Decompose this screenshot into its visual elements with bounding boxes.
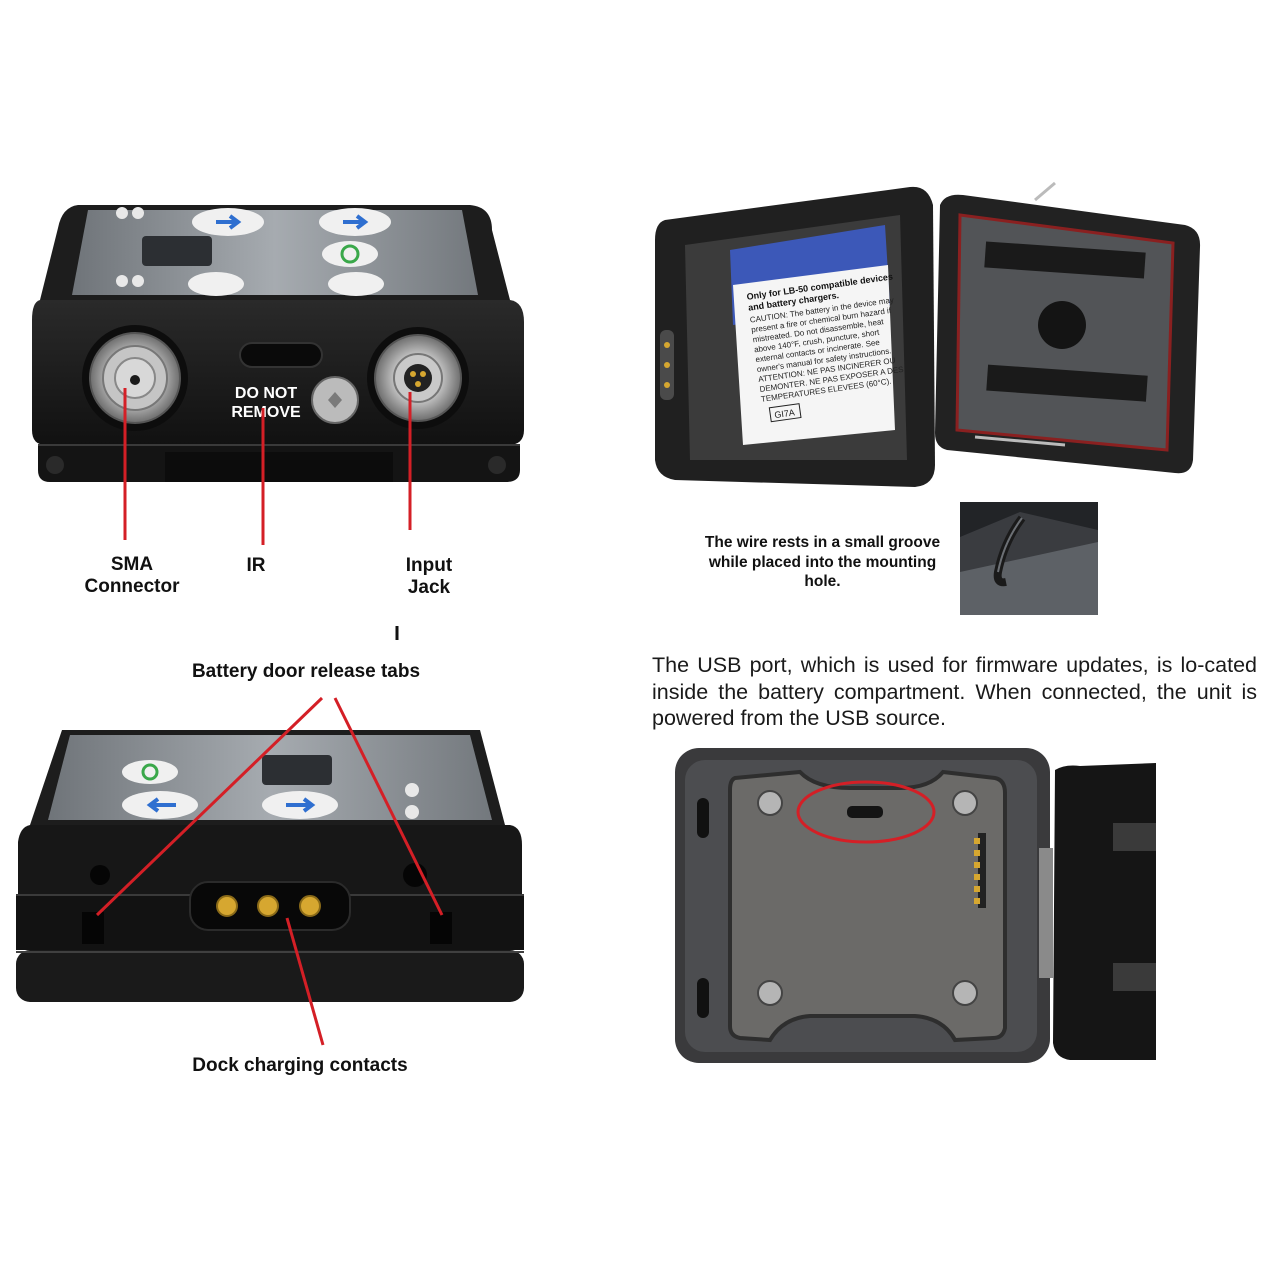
back-button [328, 272, 384, 296]
warning-text-line1: DO NOT [235, 385, 297, 402]
wire-clip [974, 435, 1066, 447]
svg-text:GI7A: GI7A [774, 407, 796, 420]
battery-label [733, 265, 895, 445]
door-pad [1038, 301, 1086, 349]
ir-window [239, 342, 323, 368]
led-icon [405, 805, 419, 819]
gold-contact-icon [974, 898, 980, 904]
release-tab [82, 912, 104, 944]
led-icon [132, 275, 144, 287]
usb-highlight-circle [796, 780, 936, 844]
arrow-left-icon [146, 797, 176, 813]
screw-icon [952, 790, 978, 816]
gold-contact-icon [974, 850, 980, 856]
callout-line-contacts [285, 917, 325, 1046]
menu-button [188, 272, 244, 296]
warning-text-line2: REMOVE [231, 404, 301, 421]
gold-contact-icon [216, 895, 238, 917]
screw-icon [757, 980, 783, 1006]
lcd-screen [142, 236, 212, 266]
usb-port [847, 806, 883, 818]
gold-contact-icon [974, 886, 980, 892]
led-icon [405, 783, 419, 797]
led-icon [116, 275, 128, 287]
usb-paragraph: The USB port, which is used for firmware… [652, 653, 1257, 730]
callout-line-tab-left [95, 696, 324, 917]
compartment-floor [728, 769, 1007, 1043]
device-front-face [18, 825, 522, 895]
wire-clip [1034, 181, 1056, 202]
device-bottom-photo [16, 696, 524, 1046]
ir-label: IR [246, 555, 266, 576]
gold-contact-icon [974, 838, 980, 844]
usb-compartment-photo [675, 748, 1156, 1063]
gold-contact-icon [664, 362, 670, 368]
gold-contact-icon [299, 895, 321, 917]
power-button [322, 241, 378, 267]
led-icon [116, 207, 128, 219]
power-icon [340, 244, 360, 264]
sma-pin-icon [130, 375, 140, 385]
screw-icon [952, 980, 978, 1006]
jack-pin-icon [410, 371, 416, 377]
jack-pin-icon [415, 381, 421, 387]
gold-contact-icon [664, 342, 670, 348]
gold-contact-icon [257, 895, 279, 917]
gold-contact-icon [974, 874, 980, 880]
arrow-right-icon [286, 797, 316, 813]
wire-caption: The wire rests in a small groove while p… [704, 534, 941, 590]
device-top-photo: DO NOT REMOVE [32, 205, 524, 640]
wire-groove-inset [960, 502, 1098, 615]
arrow-right-icon [343, 214, 369, 230]
power-icon [141, 763, 159, 781]
dock-contacts-label: Dock charging contacts [192, 1055, 408, 1076]
battery-door-photo: Only for LB-50 compatible devices and ba… [655, 181, 1201, 487]
arrow-right-icon [216, 214, 242, 230]
gold-contact-icon [664, 382, 670, 388]
battery-tabs-label: Battery door release tabs [191, 661, 421, 682]
lcd-screen [262, 755, 332, 785]
sma-connector-label: SMA Connector [84, 554, 180, 597]
jack-pin-icon [420, 371, 426, 377]
gold-contact-icon [974, 862, 980, 868]
battery-door [1053, 763, 1156, 1060]
power-button [122, 760, 178, 784]
input-jack-label: Input Jack [405, 555, 453, 598]
callout-line-tab-right [333, 697, 444, 916]
release-tab [430, 912, 452, 944]
device-base [16, 950, 524, 1002]
led-icon [132, 207, 144, 219]
screw-icon [757, 790, 783, 816]
